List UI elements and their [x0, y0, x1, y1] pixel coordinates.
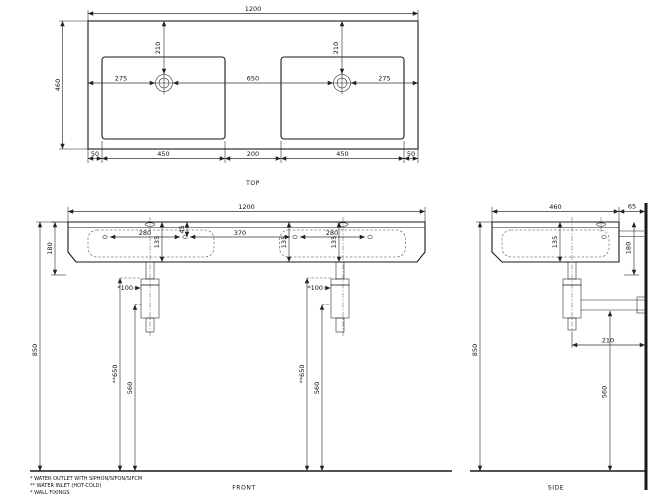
side-view: 460 65 135 180 850 210 560 SIDE — [470, 203, 648, 492]
dim-basin-left-width: 450 — [157, 150, 169, 158]
front-view-label: FRONT — [232, 485, 256, 492]
front-tap-hole-left — [144, 222, 156, 227]
footnote-water-outlet: * WATER OUTLET WITH SIPHON/SIFON/SIFCM — [30, 476, 142, 482]
front-view: 1200 280 370 280 135 45 135 135 180 — [30, 203, 452, 492]
dim-tap-setback-right: 210 — [332, 42, 340, 54]
footnote-wall-fixings: * WALL FIXINGS — [30, 490, 69, 496]
wall-fixing-hole — [292, 235, 298, 239]
side-basin-hidden — [501, 229, 610, 258]
dim-fixing-span-center: 370 — [234, 229, 246, 237]
top-basin-left — [101, 56, 226, 140]
top-view-label: TOP — [245, 180, 260, 187]
footnote-water-inlet: ** WATER INLET (HOT-COLD) — [30, 483, 101, 489]
top-basin-right — [280, 56, 405, 140]
dim-edge-left: 50 — [91, 150, 99, 158]
dim-inner-depth-2: 135 — [280, 236, 288, 248]
dim-tap-setback-left: 210 — [154, 42, 162, 54]
dim-center-gap: 200 — [247, 150, 259, 158]
dim-inlet-height-left: **650 — [111, 365, 119, 384]
drain-trap-left — [140, 261, 160, 333]
dim-side-tap-setback: 65 — [628, 203, 636, 211]
dim-front-mount-height: 850 — [31, 344, 39, 356]
dim-top-overall-depth: 460 — [54, 79, 62, 91]
side-view-label: SIDE — [548, 485, 564, 492]
dim-tap-spacing: 650 — [247, 75, 259, 83]
dim-fixing-span-left: 280 — [139, 229, 151, 237]
top-view: 1200 460 275 650 275 210 210 — [54, 5, 419, 187]
dim-fixing-setback: 45 — [178, 225, 186, 233]
dim-side-body-height: 180 — [625, 242, 633, 254]
drain-trap-right — [330, 261, 350, 333]
dim-outlet-height-right: 560 — [313, 382, 321, 394]
dim-side-outlet-height: 560 — [601, 386, 609, 398]
top-outline — [87, 20, 419, 150]
front-basin-right-hidden — [279, 229, 406, 258]
dim-side-inner-depth: 135 — [551, 236, 559, 248]
faucet-hole-left — [152, 71, 176, 95]
wall-fixing-hole — [182, 235, 188, 239]
dim-front-overall-width: 1200 — [238, 203, 255, 211]
wall-fixing-hole — [102, 235, 108, 239]
front-body-outline — [67, 221, 426, 263]
dim-side-mount-height: 850 — [471, 344, 479, 356]
dim-side-overall-depth: 460 — [549, 203, 561, 211]
wall-fixing-hole — [367, 235, 373, 239]
side-drain-trap — [562, 261, 646, 331]
dim-fixing-span-right: 280 — [326, 229, 338, 237]
dim-inlet-height-right: **650 — [298, 365, 306, 384]
side-fixing-hole — [601, 235, 607, 239]
dim-tap-offset-left: 275 — [115, 75, 127, 83]
dim-top-overall-width: 1200 — [245, 5, 262, 13]
dim-outlet-height-left: 560 — [126, 382, 134, 394]
side-tap-hole — [596, 222, 606, 227]
front-basin-left-hidden — [87, 229, 215, 258]
dim-trap-left: *100 — [117, 284, 133, 292]
dim-side-outlet-offset: 210 — [602, 337, 614, 345]
dim-inner-depth-3: 135 — [330, 236, 338, 248]
dim-tap-offset-right: 275 — [378, 75, 390, 83]
front-dimensions: 1200 280 370 280 135 45 135 135 180 — [31, 203, 426, 471]
dim-edge-right: 50 — [407, 150, 415, 158]
footnotes: * WATER OUTLET WITH SIPHON/SIFON/SIFCM *… — [30, 476, 142, 496]
dim-basin-right-width: 450 — [336, 150, 348, 158]
dim-trap-right: *100 — [307, 284, 323, 292]
faucet-hole-right — [330, 71, 354, 95]
top-dimensions: 1200 460 275 650 275 210 210 — [54, 5, 419, 163]
dim-front-body-height: 180 — [46, 242, 54, 254]
side-body-outline — [491, 221, 620, 263]
side-dimensions: 460 65 135 180 850 210 560 — [471, 203, 645, 471]
dim-inner-depth-1: 135 — [153, 236, 161, 248]
